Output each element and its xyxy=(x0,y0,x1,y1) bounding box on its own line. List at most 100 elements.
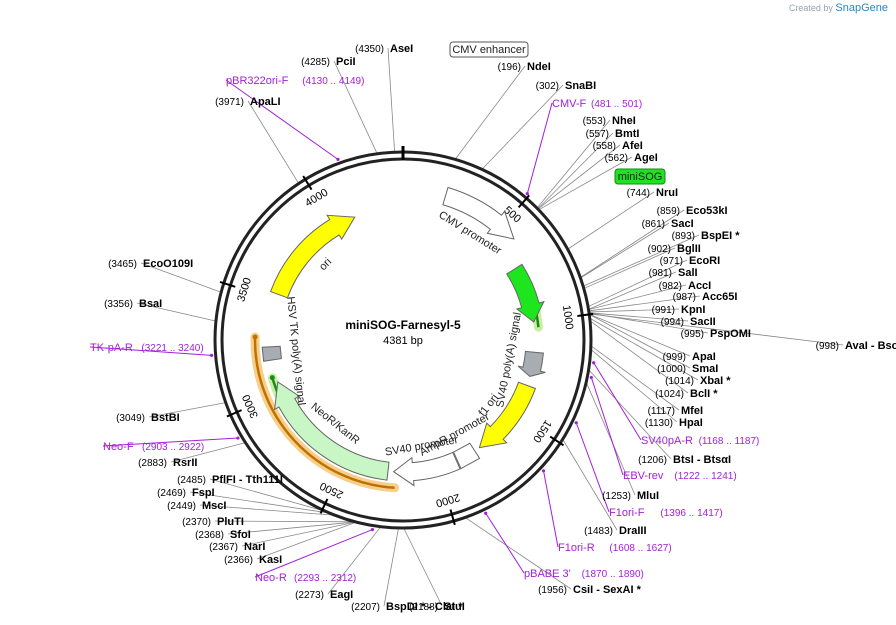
site-leader-line xyxy=(214,520,356,523)
site-pspomi[interactable]: (995)PspOMI xyxy=(681,328,751,340)
feature-sv40-promoter[interactable] xyxy=(392,451,461,487)
plasmid-name: miniSOG-Farnesyl-5 xyxy=(345,318,461,332)
primer-marker xyxy=(525,192,529,196)
site-position: (3356) xyxy=(104,299,133,310)
site-position: (994) xyxy=(661,317,684,328)
site-bmti[interactable]: (557) BmtI xyxy=(586,128,640,140)
feature-cmv-promoter[interactable] xyxy=(442,186,515,240)
site-asei[interactable]: (4350)AseI xyxy=(355,43,413,55)
feature-ori[interactable] xyxy=(269,214,356,299)
site-position: (196) xyxy=(498,62,521,73)
tick-mark xyxy=(302,175,313,191)
feature-minisog[interactable] xyxy=(506,263,545,323)
site-csii-sexai[interactable]: (1956)CsiI - SexAI * xyxy=(538,584,641,596)
site-sali[interactable]: (981)SalI xyxy=(649,267,698,279)
site-sacii[interactable]: (994)SacII xyxy=(661,316,716,328)
site-leader-line xyxy=(481,84,564,170)
site-afei[interactable]: (558)AfeI xyxy=(593,140,643,152)
site-hpai[interactable]: (1130)HpaI xyxy=(645,417,703,429)
site-kpni[interactable]: (991)KpnI xyxy=(652,304,706,316)
site-sfoi[interactable]: (2368)SfoI xyxy=(195,529,251,541)
site-ecori[interactable]: (971)EcoRI xyxy=(660,255,721,267)
site-xbai[interactable]: (1014)XbaI * xyxy=(665,375,731,387)
site-leader-line xyxy=(538,156,633,211)
site-btsi-bts-i[interactable]: (1206)BtsI - BtsαI xyxy=(638,454,731,466)
site-ecoo109i[interactable]: (3465)EcoO109I xyxy=(108,258,193,270)
primer-range: (3221 .. 3240) xyxy=(141,343,203,354)
primer-neo-r[interactable]: Neo-R(2293 .. 2312) xyxy=(255,572,356,584)
site-position: (999) xyxy=(663,352,686,363)
feature-ampr-promoter[interactable] xyxy=(452,442,481,470)
site-position: (557) xyxy=(586,129,609,140)
site-pluti[interactable]: (2370)PluTI xyxy=(182,516,244,528)
site-saci[interactable]: (861)SacI xyxy=(642,218,694,230)
tick-mark xyxy=(577,312,594,318)
site-bsai[interactable]: (3356)BsaI xyxy=(104,298,162,310)
primer-sv40pa-r[interactable]: SV40pA-R(1168 .. 1187) xyxy=(641,435,759,447)
primer-neo-f[interactable]: Neo-F(2903 .. 2922) xyxy=(103,441,204,453)
site-pflfi-tth111i[interactable]: (2485)PflFI - Tth111I xyxy=(177,474,283,486)
primer-range: (1396 .. 1417) xyxy=(660,508,722,519)
site-kasi[interactable]: (2366)KasI xyxy=(224,554,282,566)
minisog-label[interactable]: miniSOG xyxy=(614,168,666,185)
site-draiii[interactable]: (1483)DraIII xyxy=(584,525,646,537)
site-leader-line xyxy=(588,369,672,460)
site-name: MfeI xyxy=(681,405,703,417)
site-acc65i[interactable]: (987)Acc65I xyxy=(673,291,738,303)
tick-label: 1000 xyxy=(560,304,575,330)
site-stui[interactable]: (2188)StuI xyxy=(409,601,465,613)
feature-neor-kanr[interactable] xyxy=(273,381,390,481)
primer-marker xyxy=(236,436,240,440)
site-agei[interactable]: (562)AgeI xyxy=(605,152,658,164)
feature-hsv-tk-poly-a-signal[interactable] xyxy=(261,345,282,362)
site-pcii[interactable]: (4285)PciI xyxy=(301,56,355,68)
site-nari[interactable]: (2367)NarI xyxy=(209,541,265,553)
site-fspi[interactable]: (2469)FspI xyxy=(157,487,215,499)
primer-leader-line xyxy=(575,422,610,513)
site-acci[interactable]: (982)AccI xyxy=(659,280,712,292)
feature-f1-ori[interactable] xyxy=(478,381,537,449)
primer-cmv-f[interactable]: CMV-F(481 .. 501) xyxy=(552,98,642,110)
site-snabi[interactable]: (302)SnaBI xyxy=(536,80,597,92)
site-rsrii[interactable]: (2883)RsrII xyxy=(138,457,197,469)
site-name: BmtI xyxy=(615,128,639,140)
primer-pbabe-3[interactable]: pBABE 3'(1870 .. 1890) xyxy=(524,568,644,580)
site-bstbi[interactable]: (3049)BstBI xyxy=(116,412,180,424)
cmv-enhancer-label[interactable]: CMV enhancer xyxy=(449,41,529,58)
site-nhei[interactable]: (553)NheI xyxy=(583,115,636,127)
primer-f1ori-r[interactable]: F1ori-R(1608 .. 1627) xyxy=(558,542,672,554)
site-leader-line xyxy=(585,382,636,496)
primer-ebv-rev[interactable]: EBV-rev(1222 .. 1241) xyxy=(623,470,737,482)
site-bcli[interactable]: (1024)BclI * xyxy=(655,388,718,400)
site-position: (2367) xyxy=(209,542,238,553)
primer-f1ori-f[interactable]: F1ori-F(1396 .. 1417) xyxy=(609,507,723,519)
site-position: (1956) xyxy=(538,585,567,596)
site-bspei[interactable]: (893)BspEI * xyxy=(672,230,741,242)
site-nrui[interactable]: (744)NruI xyxy=(627,187,678,199)
site-msci[interactable]: (2449)MscI xyxy=(167,500,226,512)
site-leader-line xyxy=(580,209,685,278)
site-ndei[interactable]: (196)NdeI xyxy=(498,61,551,73)
site-leader-line xyxy=(580,222,670,279)
site-position: (2366) xyxy=(224,555,253,566)
site-mlui[interactable]: (1253)MluI xyxy=(602,490,659,502)
site-name: FspI xyxy=(192,487,215,499)
site-bglii[interactable]: (902)BglII xyxy=(648,243,701,255)
site-labels[interactable]: (4350)AseI(4285)PciI (3971)ApaLI (3465)Eco… xyxy=(90,43,896,613)
site-apali[interactable]: (3971)ApaLI xyxy=(215,96,280,108)
primer-pbr322ori-f[interactable]: pBR322ori-F(4130 .. 4149) xyxy=(226,75,364,87)
site-apai[interactable]: (999)ApaI xyxy=(663,351,716,363)
site-bspdi-clai[interactable]: (2207)BspDI * - ClaI * xyxy=(351,601,463,613)
feature-sv40-poly-a-signal[interactable] xyxy=(517,350,546,377)
primer-leader-line xyxy=(590,377,624,476)
site-eagi[interactable]: (2273)EagI xyxy=(295,589,353,601)
site-avai-bsobi-tspmi-xmai[interactable]: (998)AvaI - BsoBI - TspMI - XmaI xyxy=(816,340,896,352)
site-leader-line xyxy=(170,442,246,463)
site-smai[interactable]: (1000)SmaI xyxy=(657,363,718,375)
site-leader-line xyxy=(588,284,687,310)
site-eco53ki[interactable]: (859)Eco53kI xyxy=(657,205,728,217)
site-mfei[interactable]: (1117)MfeI xyxy=(648,405,703,417)
primer-tk-pa-r[interactable]: TK-pA-R(3221 .. 3240) xyxy=(90,342,204,354)
site-leader-line xyxy=(590,345,680,411)
site-name: SacI xyxy=(671,218,694,230)
